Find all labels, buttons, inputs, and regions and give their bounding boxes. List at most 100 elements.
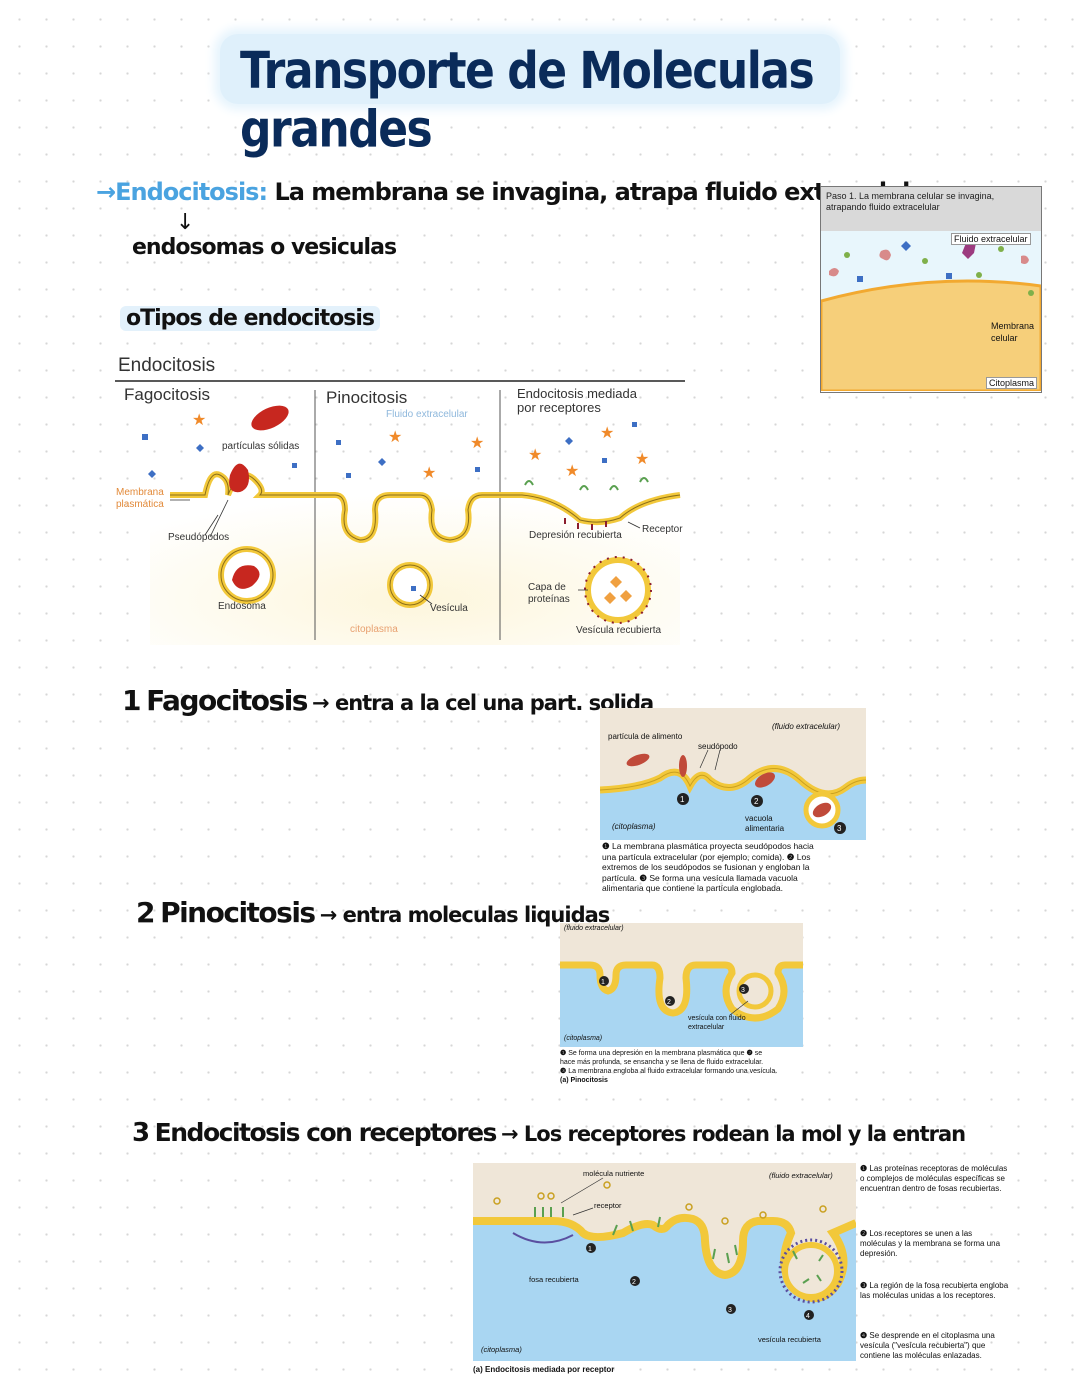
svg-text:★: ★	[470, 435, 484, 452]
types-heading-text: oTipos de endocitosis	[120, 306, 380, 331]
svg-text:2: 2	[632, 1279, 636, 1286]
svg-text:★: ★	[600, 425, 614, 442]
label-receptor: Receptor	[642, 524, 683, 535]
rme-cytoplasm-label: (citoplasma)	[481, 1345, 522, 1354]
label-pseudopods: Pseudópodos	[168, 532, 230, 543]
phago-caption-line-4: partícula. ❸ Se forma una vesícula llama…	[602, 872, 798, 883]
paso1-figure: Paso 1. La membrana celular se invagina,…	[820, 186, 1042, 393]
paso1-cytoplasm-label: Citoplasma	[986, 377, 1038, 389]
label-extracellular-fluid: Fluido extracelular	[386, 409, 468, 420]
down-arrow: ↓	[176, 210, 195, 235]
col-pinocitosis: Pinocitosis	[326, 388, 408, 407]
section1-number: 1	[122, 684, 141, 717]
phagocytosis-diagram: 1 2 3	[600, 708, 866, 840]
svg-text:2: 2	[667, 999, 671, 1006]
label-coated-vesicle: Vesícula recubierta	[576, 625, 662, 636]
section2-number: 2	[136, 896, 155, 929]
pino-caption-line-3: ❸ La membrana engloba al fluido extracel…	[560, 1068, 778, 1075]
phagocytosis-figure: 1 2 3 partícula de alimento seudópodo (f…	[600, 708, 866, 840]
label-endosome: Endosoma	[218, 601, 266, 612]
svg-text:3: 3	[728, 1307, 732, 1314]
label-cytoplasm: citoplasma	[350, 624, 398, 635]
label-protein-coat-1: Capa de	[528, 582, 566, 593]
types-heading: oTipos de endocitosis	[120, 306, 380, 331]
section1-text: → entra a la cel una part. solida	[312, 691, 654, 715]
phago-food-label: partícula de alimento	[608, 732, 683, 741]
pino-caption-line-4: (a) Pinocitosis	[560, 1077, 608, 1084]
svg-text:★: ★	[635, 451, 649, 468]
types-figure: ★ ★ ★ ★ ★ ★ ★ ★ Endocitosis Fagocitosis …	[110, 350, 690, 650]
rme-note-2: ❷ Los receptores se unen a las moléculas…	[860, 1229, 1001, 1258]
pinocytosis-figure: 1 2 3 (fluido extracelular) (citoplasma)…	[560, 923, 803, 1047]
intro-line: →Endocitosis: La membrana se invagina, a…	[96, 178, 936, 206]
section3-name: Endocitosis con receptores	[154, 1118, 498, 1147]
paso1-fluid-label: Fluido extracelular	[951, 233, 1031, 245]
paso1-caption: Paso 1. La membrana celular se invagina,…	[826, 191, 995, 212]
phago-vacuole-label-1: vacuola	[745, 814, 773, 823]
receptor-figure: 1 2 3 4 molécula nutriente receptor (flu…	[473, 1163, 856, 1361]
pino-vesicle-label-2: extracelular	[688, 1024, 725, 1031]
col-fagocitosis: Fagocitosis	[124, 385, 210, 404]
section1-name: Fagocitosis	[146, 684, 308, 717]
rme-extracellular-label: (fluido extracelular)	[769, 1171, 833, 1180]
types-diagram: ★ ★ ★ ★ ★ ★ ★ ★	[115, 380, 685, 645]
paso1-caption-box: Paso 1. La membrana celular se invagina,…	[821, 187, 1041, 232]
intro-result: endosomas o vesiculas	[132, 235, 397, 260]
rme-coated-pit-label: fosa recubierta	[529, 1275, 579, 1284]
section1-heading: 1 Fagocitosis → entra a la cel una part.…	[122, 684, 654, 717]
phago-caption-line-1: ❶ La membrana plasmática proyecta seudóp…	[602, 841, 814, 851]
phago-cytoplasm-label: (citoplasma)	[612, 822, 656, 831]
section3-number: 3	[132, 1118, 150, 1148]
pinocytosis-caption: ❶ Se forma una depresión en la membrana …	[560, 1049, 815, 1085]
paso1-membrane-label-1: Membrana	[991, 321, 1035, 331]
svg-text:★: ★	[388, 429, 402, 446]
svg-text:3: 3	[837, 824, 842, 833]
svg-text:★: ★	[192, 412, 206, 429]
phago-vacuole-label-2: alimentaria	[745, 824, 785, 833]
label-membrane-2: plasmática	[116, 499, 164, 510]
pino-extracellular-label: (fluido extracelular)	[564, 925, 624, 932]
label-protein-coat-2: proteínas	[528, 594, 570, 605]
section2-heading: 2 Pinocitosis → entra moleculas liquidas	[136, 896, 610, 929]
paso1-membrane-label-2: celular	[991, 333, 1018, 343]
paso1-diagram	[821, 231, 1041, 391]
label-membrane-1: Membrana	[116, 487, 164, 498]
phago-caption-line-2: una partícula extracelular (por ejemplo,…	[602, 851, 811, 862]
phagocytosis-caption: ❶ La membrana plasmática proyecta seudóp…	[602, 841, 862, 894]
col-receptor-2: por receptores	[517, 400, 601, 415]
svg-text:★: ★	[422, 465, 436, 482]
rme-nutrient-label: molécula nutriente	[583, 1169, 645, 1178]
types-heading-label: Endocitosis	[118, 355, 216, 376]
endocytosis-term: →Endocitosis:	[96, 178, 268, 206]
rme-receptor-label: receptor	[594, 1201, 622, 1210]
rme-note-3: ❸ La región de la fosa recubierta englob…	[860, 1281, 1009, 1300]
phago-caption-line-5: alimentaria que contiene la partícula en…	[602, 883, 783, 893]
pinocytosis-diagram: 1 2 3	[560, 923, 803, 1047]
receptor-diagram: 1 2 3 4	[473, 1163, 856, 1361]
svg-text:1: 1	[601, 979, 605, 986]
label-particles: partículas sólidas	[222, 441, 300, 452]
svg-text:1: 1	[680, 795, 685, 804]
section3-heading: 3 Endocitosis con receptores → Los recep…	[132, 1118, 966, 1148]
col-receptor-1: Endocitosis mediada	[517, 386, 637, 401]
svg-text:★: ★	[528, 447, 542, 464]
svg-text:★: ★	[565, 463, 579, 480]
phago-caption-line-3: extremos de los seudópodos se fusionan y…	[602, 862, 810, 872]
receptor-figure-caption: (a) Endocitosis mediada por receptor	[473, 1365, 615, 1374]
rme-note-4: ❹ Se desprende en el citoplasma una vesí…	[860, 1331, 995, 1360]
rme-coated-vesicle-label: vesícula recubierta	[758, 1335, 821, 1344]
pino-caption-line-1: ❶ Se forma una depresión en la membrana …	[560, 1050, 763, 1057]
svg-text:4: 4	[806, 1313, 810, 1320]
svg-text:2: 2	[754, 797, 759, 806]
svg-text:3: 3	[741, 987, 745, 994]
label-coated-pit: Depresión recubierta	[529, 530, 622, 541]
page-title-banner: Transporte de Moleculas grandes	[220, 34, 840, 159]
rme-note-1: ❶ Las proteínas receptoras de moléculas …	[860, 1164, 1008, 1193]
phago-extracellular-label: (fluido extracelular)	[772, 722, 841, 731]
svg-text:1: 1	[588, 1246, 592, 1253]
pino-caption-line-2: hace más profunda, se ensancha y se llen…	[560, 1059, 764, 1066]
section3-text: → Los receptores rodean la mol y la entr…	[501, 1122, 966, 1146]
pino-vesicle-label-1: vesícula con fluido	[688, 1015, 746, 1022]
pino-cytoplasm-label: (citoplasma)	[564, 1035, 603, 1042]
label-vesicle: Vesícula	[430, 603, 468, 614]
